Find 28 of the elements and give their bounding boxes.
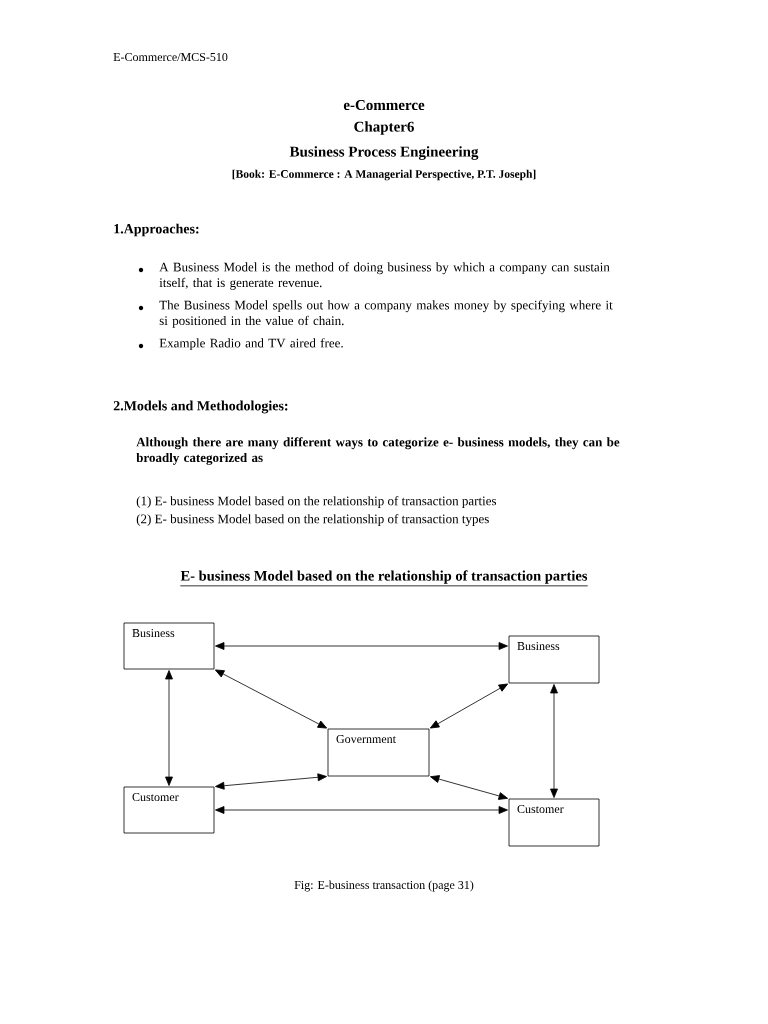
bullet-item: Example Radio and TV aired free. xyxy=(138,338,343,351)
title: Business Process Engineering xyxy=(289,146,479,160)
title: e-Commerce xyxy=(343,99,425,111)
arrow xyxy=(429,683,509,729)
subtitle: [Book: E-Commerce : A Managerial Perspective, P.T. Joseph] xyxy=(232,169,536,181)
entity-box: Business xyxy=(508,635,600,684)
running-header: E-Commerce/MCS-510 xyxy=(113,52,228,62)
arrow xyxy=(550,684,558,798)
arrow xyxy=(430,775,508,800)
bullet-item: A Business Model is the method of doing business by which a company can sustain itself, that is generate revenue. xyxy=(138,262,610,290)
figure-caption: Fig: E-business transaction (page 31) xyxy=(294,880,474,892)
figure-heading: E- business Model based on the relationship of transaction parties xyxy=(179,570,589,587)
arrow xyxy=(215,806,508,814)
arrow xyxy=(214,669,328,729)
list-item: (2) E- business Model based on the relationship of transaction types xyxy=(136,514,489,526)
section-heading: 2.Models and Methodologies: xyxy=(113,400,288,414)
section-heading: 1.Approaches: xyxy=(114,223,199,237)
arrow xyxy=(215,773,327,790)
bullet-item: The Business Model spells out how a company makes money by specifying where it si positioned in the value of chain. xyxy=(138,300,613,328)
paragraph: Although there are many different ways to categorize e- business models, they can be broadly categorized as xyxy=(136,437,620,465)
entity-box: Business xyxy=(123,622,215,670)
entity-box: Customer xyxy=(508,798,600,847)
entity-box: Government xyxy=(327,728,430,777)
title: Chapter6 xyxy=(354,121,414,135)
entity-box: Customer xyxy=(123,786,215,834)
arrow xyxy=(165,670,173,786)
arrow xyxy=(215,642,508,650)
list-item: (1) E- business Model based on the relationship of transaction parties xyxy=(136,496,497,508)
